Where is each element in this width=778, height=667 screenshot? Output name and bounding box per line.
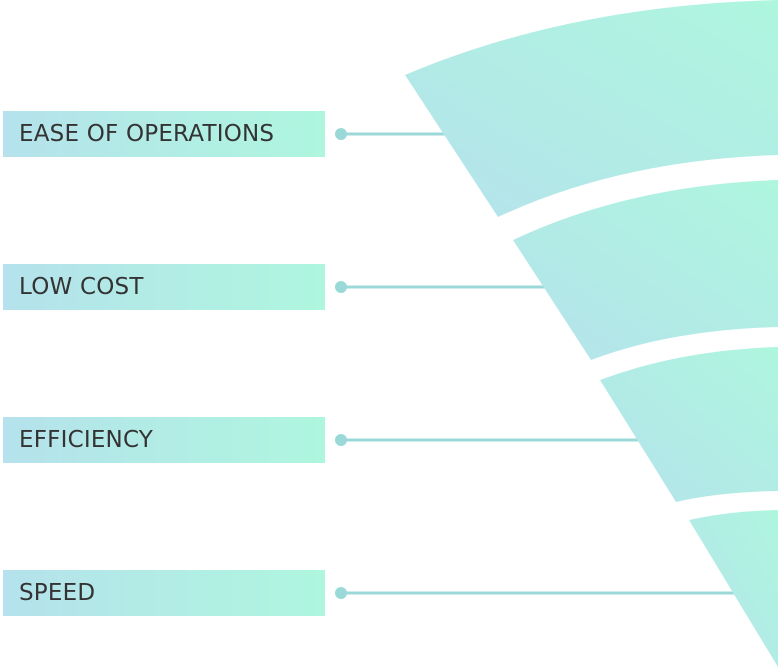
level-label-1: EASE OF OPERATIONS (3, 111, 325, 157)
level-label-3: EFFICIENCY (3, 417, 325, 463)
connector-dot-1 (335, 128, 347, 140)
connector-dot-2 (335, 281, 347, 293)
level-label-2: LOW COST (3, 264, 325, 310)
level-text: LOW COST (19, 274, 144, 300)
connector-dot-4 (335, 587, 347, 599)
level-text: SPEED (19, 580, 96, 606)
connector-dot-3 (335, 434, 347, 446)
level-text: EASE OF OPERATIONS (19, 121, 275, 147)
level-label-4: SPEED (3, 570, 325, 616)
funnel-segment-4 (689, 510, 778, 667)
funnel-segment-3 (600, 347, 778, 502)
funnel-segment-2 (513, 180, 778, 360)
level-text: EFFICIENCY (19, 427, 154, 453)
funnel-segment-1 (405, 0, 778, 217)
